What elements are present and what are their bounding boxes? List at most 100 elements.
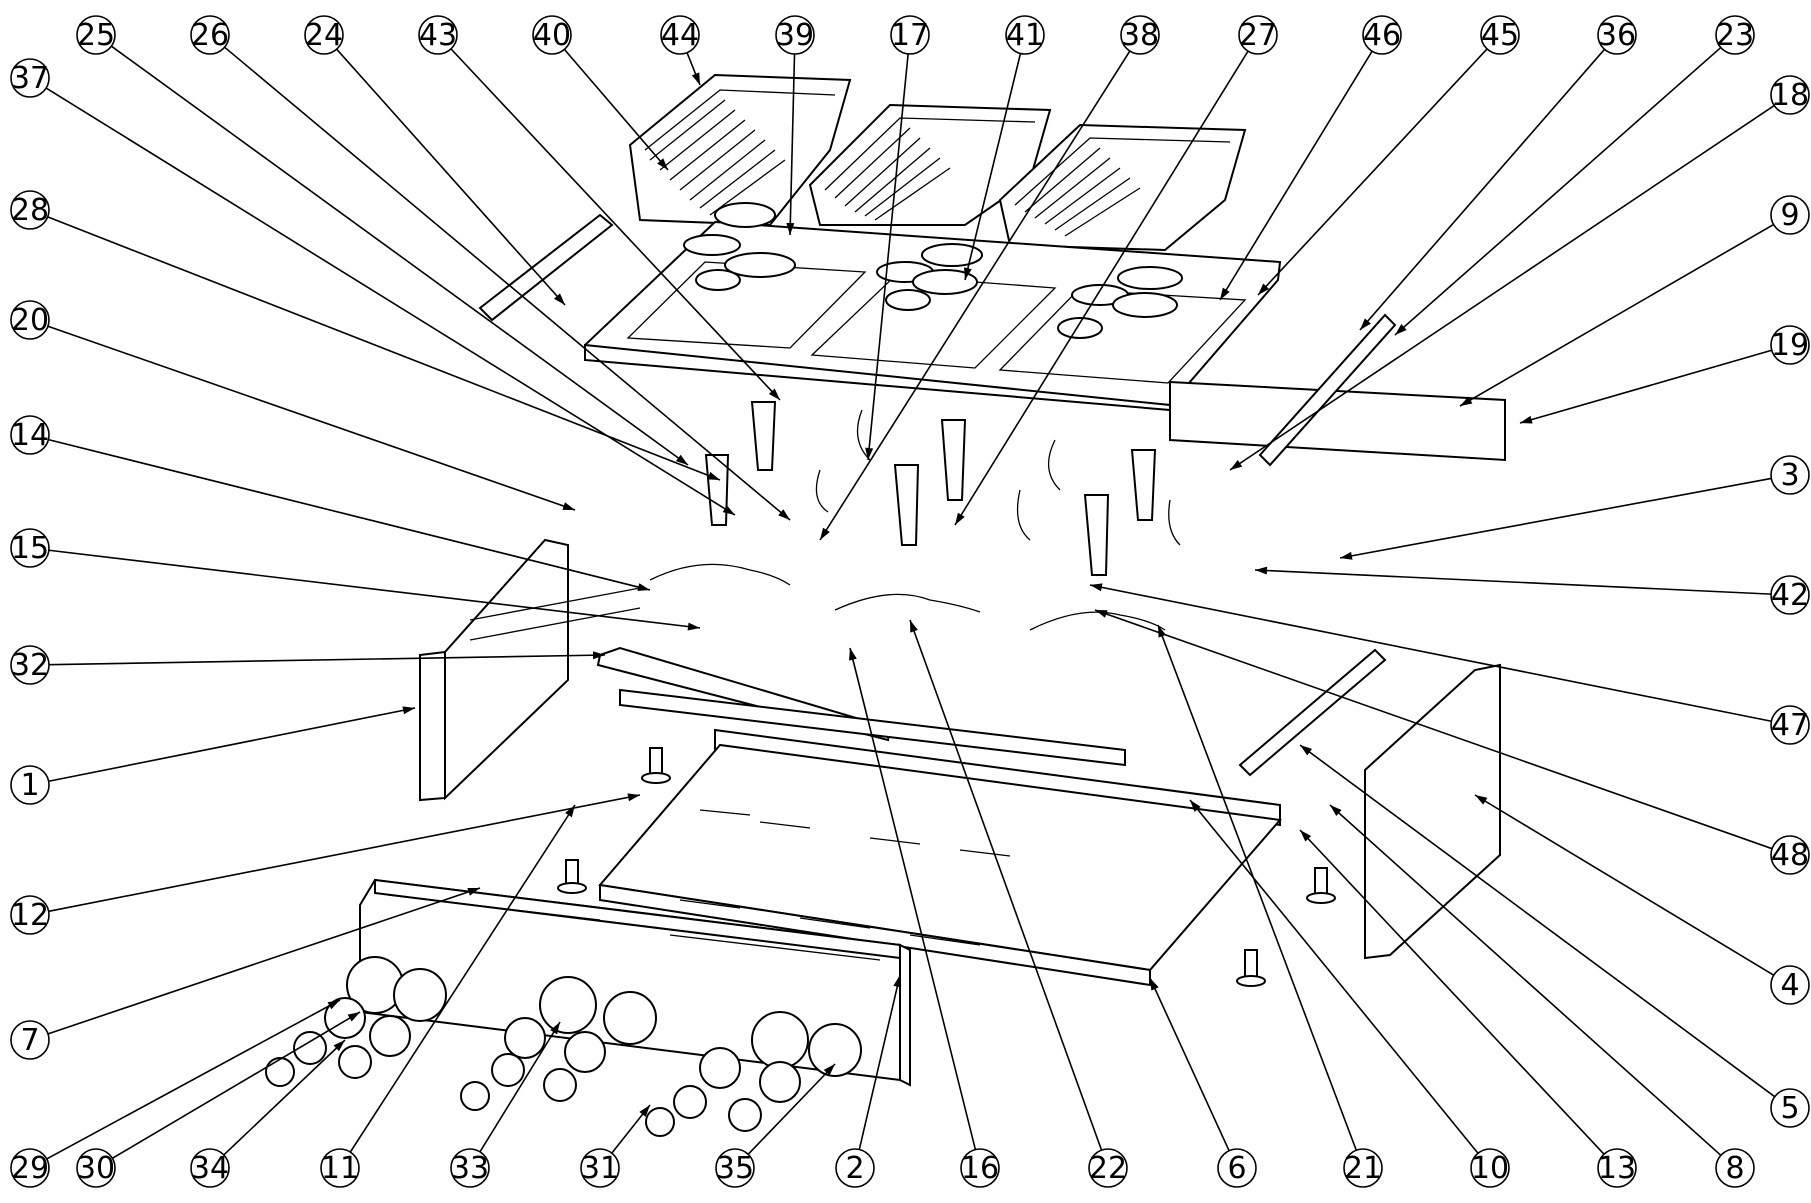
leader-line	[479, 1021, 561, 1153]
callout-number: 43	[419, 18, 457, 53]
leader-line	[45, 87, 736, 516]
callout-number: 5	[1780, 1091, 1799, 1126]
leader-line	[789, 53, 796, 236]
callout-44: 44	[660, 15, 701, 86]
callout-45: 45	[1257, 15, 1520, 296]
leader-line	[48, 794, 641, 913]
callout-number: 3	[1780, 458, 1799, 493]
leader-arrowhead	[554, 293, 565, 305]
callout-bubble	[715, 1148, 755, 1188]
leader-arrowhead	[327, 1000, 340, 1010]
callout-number: 8	[1725, 1151, 1744, 1186]
callout-42: 42	[1254, 566, 1810, 615]
callout-11: 11	[320, 804, 576, 1188]
callout-15: 15	[10, 528, 701, 631]
leader-line	[1394, 46, 1722, 336]
callout-number: 44	[661, 18, 699, 53]
leader-line	[1219, 50, 1373, 301]
leader-arrowhead	[691, 72, 700, 85]
burner-valves	[704, 401, 1181, 576]
leader-line	[47, 325, 576, 511]
callout-bubble	[532, 15, 572, 55]
callout-41: 41	[963, 15, 1045, 281]
callout-number: 35	[716, 1151, 754, 1186]
callout-bubble	[10, 58, 50, 98]
callout-number: 17	[891, 18, 929, 53]
leader-line	[1149, 977, 1230, 1152]
leader-arrowhead	[707, 471, 720, 480]
leader-arrowhead	[1340, 551, 1353, 560]
leader-arrowhead	[893, 975, 902, 988]
callout-bubble	[1770, 195, 1810, 235]
leader-arrowhead	[592, 651, 605, 660]
leader-arrowhead	[1090, 583, 1103, 592]
leader-line	[111, 1011, 361, 1160]
callout-number: 37	[11, 61, 49, 96]
callout-number: 46	[1363, 18, 1401, 53]
callout-number: 9	[1780, 198, 1799, 233]
callout-36: 36	[1359, 15, 1637, 331]
callout-number: 26	[191, 18, 229, 53]
leader-arrowhead	[1255, 566, 1268, 575]
leader-arrowhead	[963, 267, 972, 280]
callout-bubble	[1470, 1148, 1510, 1188]
callout-13: 13	[1299, 829, 1637, 1188]
callout-46: 46	[1219, 15, 1402, 301]
callout-bubble	[10, 300, 50, 340]
callout-bubble	[1770, 705, 1810, 745]
callout-number: 11	[321, 1151, 359, 1186]
callout-20: 20	[10, 300, 576, 511]
leader-line	[48, 707, 416, 783]
callout-39: 39	[775, 15, 815, 236]
callout-bubble	[1343, 1148, 1383, 1188]
leader-line	[1329, 804, 1722, 1156]
leader-line	[964, 53, 1022, 281]
leader-arrowhead	[823, 1064, 835, 1076]
callout-bubble	[1120, 15, 1160, 55]
callout-bubble	[1770, 325, 1810, 365]
callout-10: 10	[1189, 799, 1510, 1188]
callout-bubble	[418, 15, 458, 55]
leader-line	[1359, 48, 1606, 331]
callout-number: 34	[191, 1151, 229, 1186]
leader-line	[1157, 624, 1358, 1151]
left-side-panel	[419, 538, 641, 802]
callout-21: 21	[1157, 624, 1383, 1188]
callout-bubble	[10, 645, 50, 685]
callout-8: 8	[1329, 804, 1755, 1188]
callout-27: 27	[954, 15, 1278, 526]
callout-bubble	[1770, 455, 1810, 495]
callout-bubble	[1597, 1148, 1637, 1188]
gas-manifolds	[596, 563, 1166, 742]
callout-48: 48	[1094, 609, 1810, 875]
callout-35: 35	[715, 1063, 836, 1188]
callout-12: 12	[10, 793, 641, 935]
callout-bubble	[1770, 75, 1810, 115]
callout-bubble	[1238, 15, 1278, 55]
leader-arrowhead	[778, 509, 790, 520]
callout-24: 24	[304, 15, 566, 306]
leader-line	[563, 48, 669, 171]
grate-left	[628, 73, 852, 227]
leader-line	[954, 50, 1249, 526]
callout-number: 45	[1481, 18, 1519, 53]
leader-arrowhead	[1220, 287, 1230, 300]
leader-arrowhead	[1460, 396, 1473, 406]
leader-arrowhead	[1190, 800, 1201, 812]
leader-line	[47, 216, 721, 481]
callout-number: 28	[11, 193, 49, 228]
leader-line	[1254, 569, 1772, 595]
leader-line	[336, 48, 566, 306]
callout-33: 33	[450, 1021, 561, 1188]
callout-bubble	[10, 1148, 50, 1188]
leader-arrowhead	[639, 1105, 650, 1117]
leader-line	[450, 48, 781, 401]
leader-line	[223, 1039, 346, 1156]
callout-number: 30	[77, 1151, 115, 1186]
callout-number: 24	[305, 18, 343, 53]
leader-line	[1339, 477, 1772, 559]
callout-number: 6	[1227, 1151, 1246, 1186]
callout-number: 19	[1771, 328, 1809, 363]
callout-number: 1	[20, 768, 39, 803]
